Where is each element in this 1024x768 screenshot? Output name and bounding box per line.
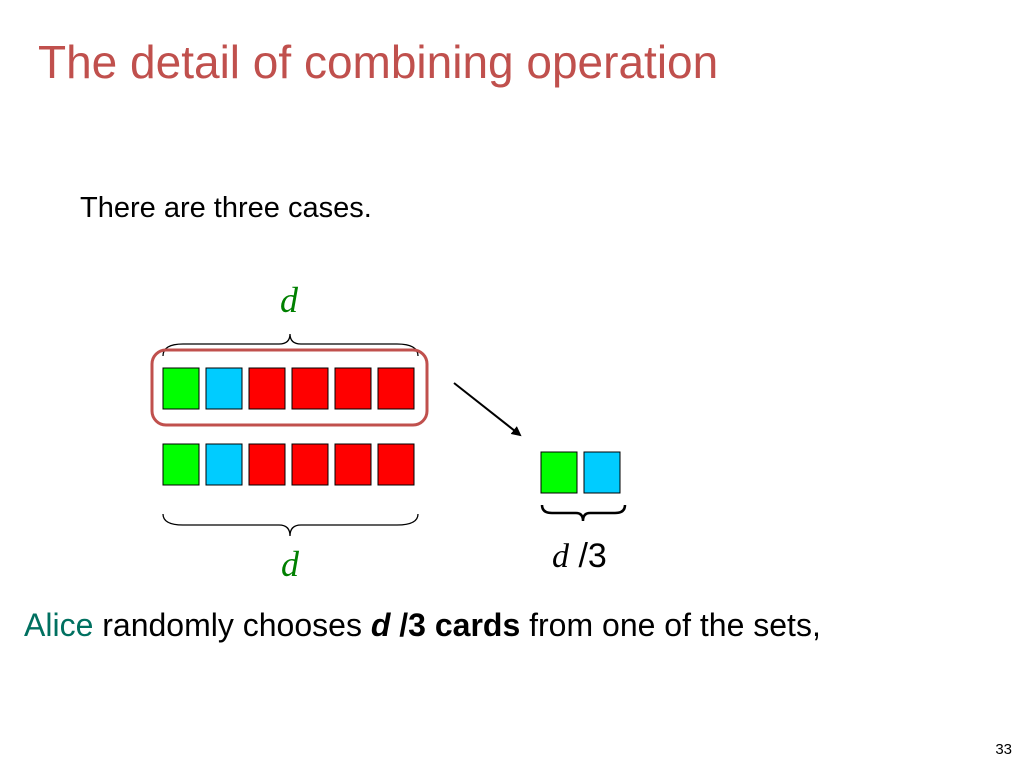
slide-subtitle: There are three cases. [80, 192, 372, 224]
card-blue [205, 443, 243, 486]
caption-text1: randomly chooses [93, 607, 371, 643]
label-chosen-rest: /3 [569, 537, 607, 575]
chosen-brace [540, 504, 627, 522]
card-red [334, 443, 372, 486]
card-red [377, 367, 415, 410]
card-set-top [162, 367, 415, 410]
card-green [162, 367, 200, 410]
caption-text2: from one of the sets, [520, 607, 821, 643]
label-top-d: d [280, 280, 299, 320]
bottom-brace [162, 513, 419, 537]
selected-set-highlight [150, 348, 429, 427]
card-green [540, 451, 578, 494]
slide-title: The detail of combining operation [38, 36, 719, 88]
card-red [377, 443, 415, 486]
label-chosen-var: d [552, 538, 570, 575]
card-blue [205, 367, 243, 410]
card-red [248, 367, 286, 410]
card-red [291, 367, 329, 410]
caption-cards: cards [425, 607, 521, 643]
card-red [248, 443, 286, 486]
label-chosen: d /3 [552, 537, 607, 575]
card-red [291, 443, 329, 486]
caption-alice: Alice [24, 607, 94, 643]
card-set-bottom [162, 443, 415, 486]
page-number: 33 [995, 741, 1012, 758]
caption: Alice randomly chooses d /3 cards from o… [24, 604, 821, 646]
card-green [162, 443, 200, 486]
card-blue [583, 451, 621, 494]
arrow [453, 382, 522, 437]
top-brace [162, 333, 419, 357]
card-red [334, 367, 372, 410]
chosen-cards [540, 451, 621, 494]
caption-d: d [370, 607, 391, 643]
caption-slash3: /3 [390, 607, 426, 643]
label-bottom-d: d [281, 544, 300, 584]
